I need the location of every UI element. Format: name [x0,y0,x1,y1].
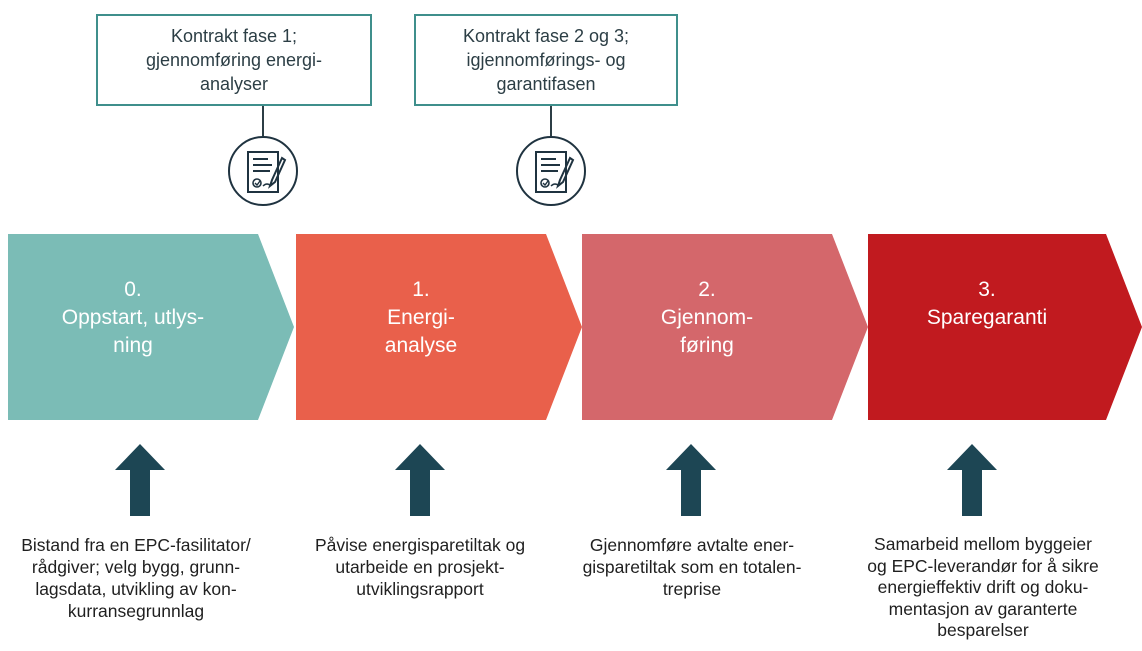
phase-1-shape [296,234,582,420]
up-arrow-icon [115,444,165,516]
phase-3-desc-line: Samarbeid mellom byggeier [874,534,1092,554]
phase-0-chevron: 0. Oppstart, utlys- ning [8,234,300,420]
contract-1-line-3: analyser [199,74,269,94]
phase-0-desc-line: kurransegrunnlag [67,601,205,621]
phase-2-number: 2. [698,278,716,301]
phase-1-desc-line: utarbeide en prosjekt- [335,557,505,577]
up-arrow-icon [947,444,997,516]
phase-3-description: Samarbeid mellom byggeier og EPC-leveran… [842,534,1124,642]
phase-0-shape [8,234,294,420]
phase-2-desc-line: gisparetiltak som en totalen- [582,557,802,577]
contract-2-line-2: igjennomførings- og [466,50,626,70]
phase-2-desc-line: Gjennomføre avtalte ener- [589,535,795,555]
contract-box-phase-2-3: Kontrakt fase 2 og 3; igjennomførings- o… [414,14,678,106]
phase-1-title-line-1: Energi- [387,306,455,329]
phase-3-desc-line: og EPC-leverandør for å sikre [867,555,1099,576]
contract-1-line-1: Kontrakt fase 1; [170,26,298,46]
phase-2-shape [582,234,868,420]
signed-contract-icon [228,136,298,206]
phase-1-chevron: 1. Energi- analyse [296,234,588,420]
contract-1-line-2: gjennomføring energi- [145,50,323,70]
phase-0-desc-line: lagsdata, utvikling av kon- [35,579,237,599]
phase-0-description: Bistand fra en EPC-fasilitator/ rådgiver… [0,534,272,622]
phase-1-desc-line: utviklingsrapport [356,579,484,599]
phase-3-desc-line: besparelser [937,620,1029,640]
phase-2-desc-line: treprise [662,579,722,599]
up-arrow-icon [666,444,716,516]
phase-0-desc-line: Bistand fra en EPC-fasilitator/ [21,535,251,555]
phase-2-title-line-2: føring [680,334,734,357]
phase-2-chevron: 2. Gjennom- føring [582,234,874,420]
phase-3-title: Sparegaranti [926,306,1048,329]
phase-3-desc-line: energieffektiv drift og doku- [877,577,1089,597]
phase-0-title-line-2: ning [113,334,153,357]
phase-0-title-line-1: Oppstart, utlys- [61,306,205,329]
phase-2-description: Gjennomføre avtalte ener- gisparetiltak … [556,534,828,600]
phase-3-number: 3. [978,278,996,301]
signed-contract-icon [516,136,586,206]
phase-3-chevron: 3. Sparegaranti [868,234,1142,420]
phase-1-description: Påvise energisparetiltak og utarbeide en… [284,534,556,600]
phase-0-desc-line: rådgiver; velg bygg, grunn- [31,557,241,577]
phase-3-shape [868,234,1142,420]
connector-line-2 [550,106,552,136]
phase-3-desc-line: mentasjon av garanterte [888,598,1078,619]
phase-0-number: 0. [124,278,142,301]
contract-2-line-1: Kontrakt fase 2 og 3; [462,26,630,46]
phase-2-title-line-1: Gjennom- [660,306,754,329]
connector-line-1 [262,106,264,136]
phase-1-desc-line: Påvise energisparetiltak og [314,535,526,555]
phase-1-title-line-2: analyse [384,334,458,357]
up-arrow-icon [395,444,445,516]
contract-box-phase-1: Kontrakt fase 1; gjennomføring energi- a… [96,14,372,106]
phase-1-number: 1. [412,278,430,301]
contract-2-line-3: garantifasen [496,74,596,94]
